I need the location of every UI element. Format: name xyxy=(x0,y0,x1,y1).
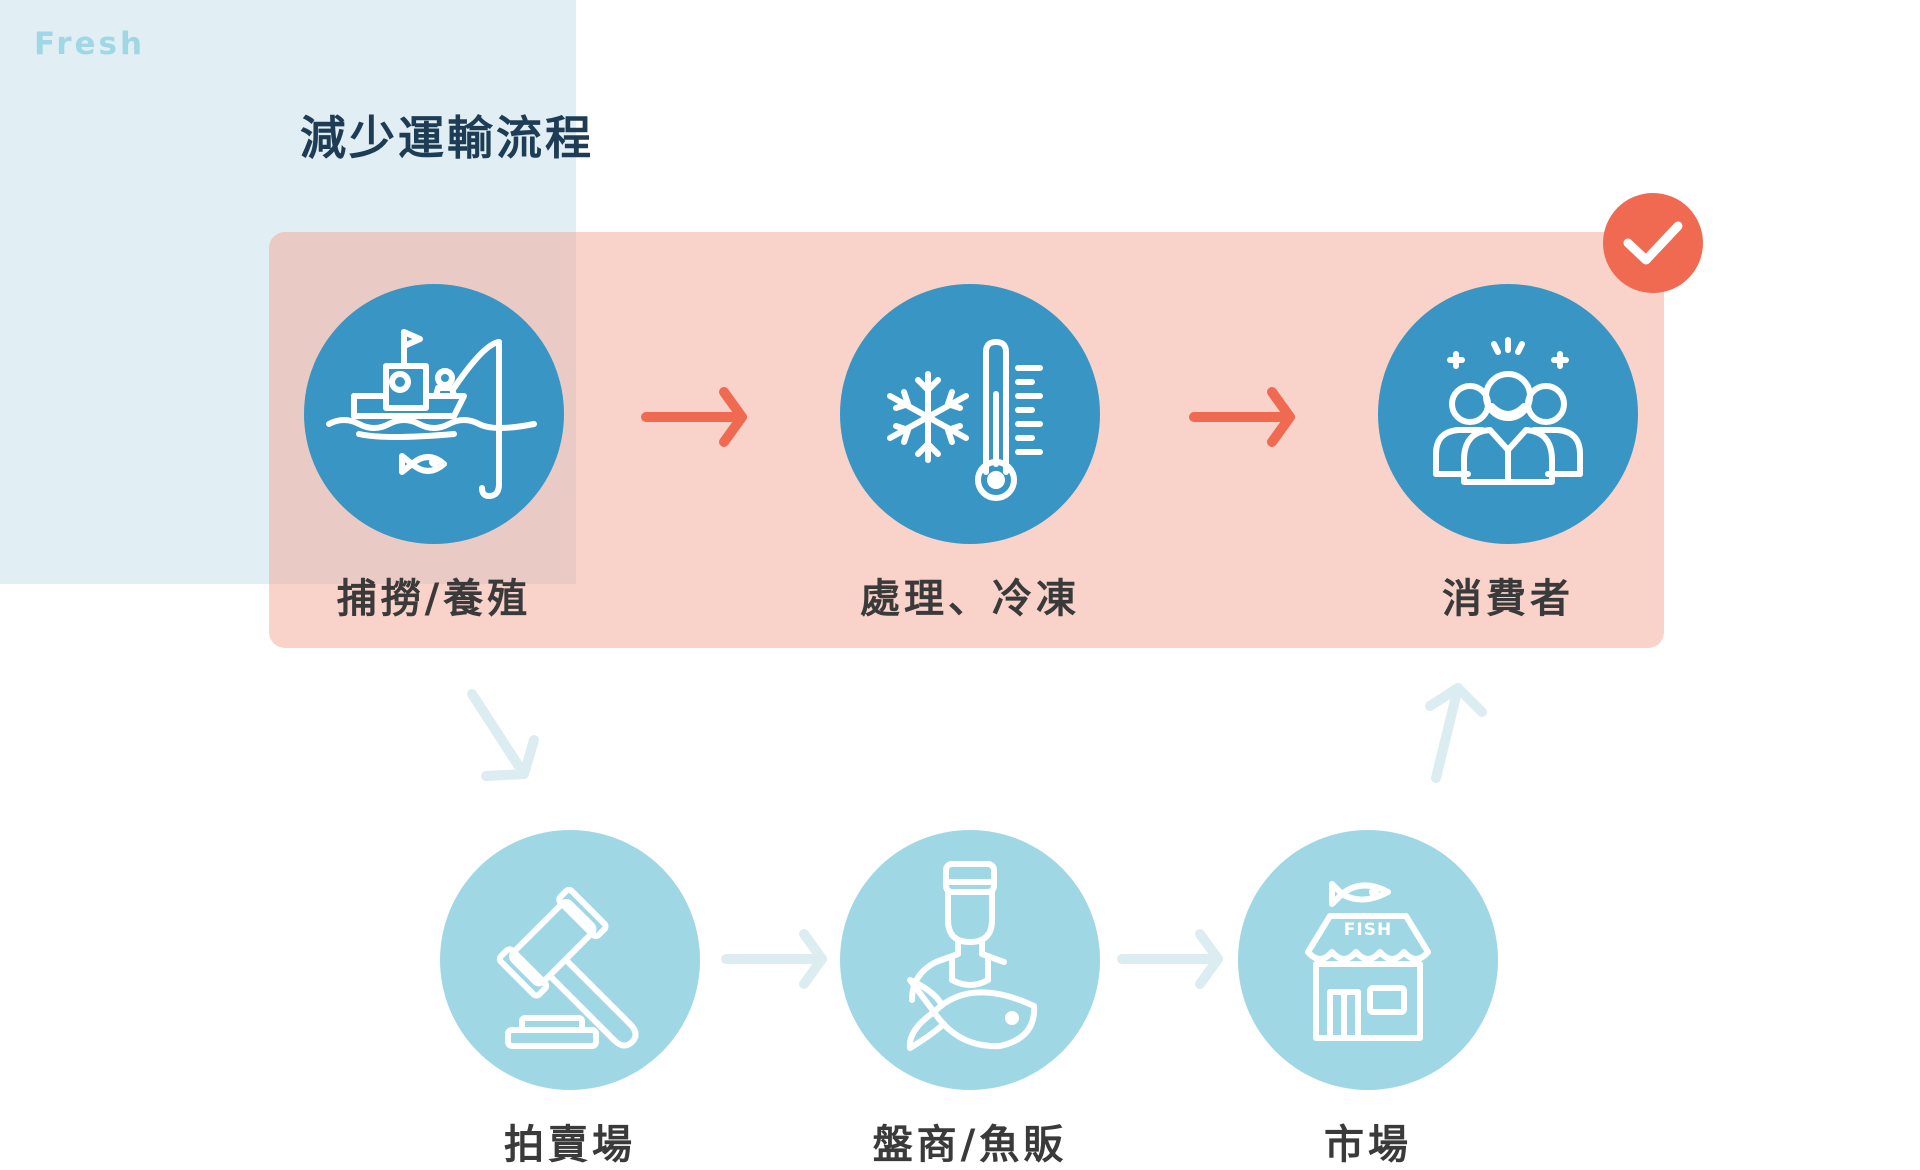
step-label: 處理、冷凍 xyxy=(860,576,1080,622)
arrow-up-right-icon xyxy=(1420,678,1500,788)
arrow-right-icon xyxy=(1188,382,1298,452)
page-title: 減少運輸流程 xyxy=(300,111,594,165)
auction-gavel-icon xyxy=(440,830,700,1090)
fishmonger-icon xyxy=(840,830,1100,1090)
brand-logo: Fresh xyxy=(34,26,146,62)
step-label: 拍賣場 xyxy=(504,1122,636,1168)
snowflake-thermometer-icon xyxy=(840,284,1100,544)
arrow-down-right-icon xyxy=(462,686,552,786)
fishing-boat-icon xyxy=(304,284,564,544)
arrow-right-faded-icon xyxy=(1116,924,1226,994)
shop-sign: FISH xyxy=(1343,920,1393,940)
arrow-right-faded-icon xyxy=(720,924,830,994)
checkmark-icon xyxy=(1603,193,1703,293)
step-label: 盤商/魚販 xyxy=(872,1122,1068,1168)
arrow-right-icon xyxy=(640,382,750,452)
step-label: 市場 xyxy=(1324,1122,1412,1168)
step-label: 消費者 xyxy=(1442,576,1574,622)
step-label: 捕撈/養殖 xyxy=(336,576,532,622)
fish-market-shop-icon xyxy=(1238,830,1498,1090)
consumers-group-icon xyxy=(1378,284,1638,544)
